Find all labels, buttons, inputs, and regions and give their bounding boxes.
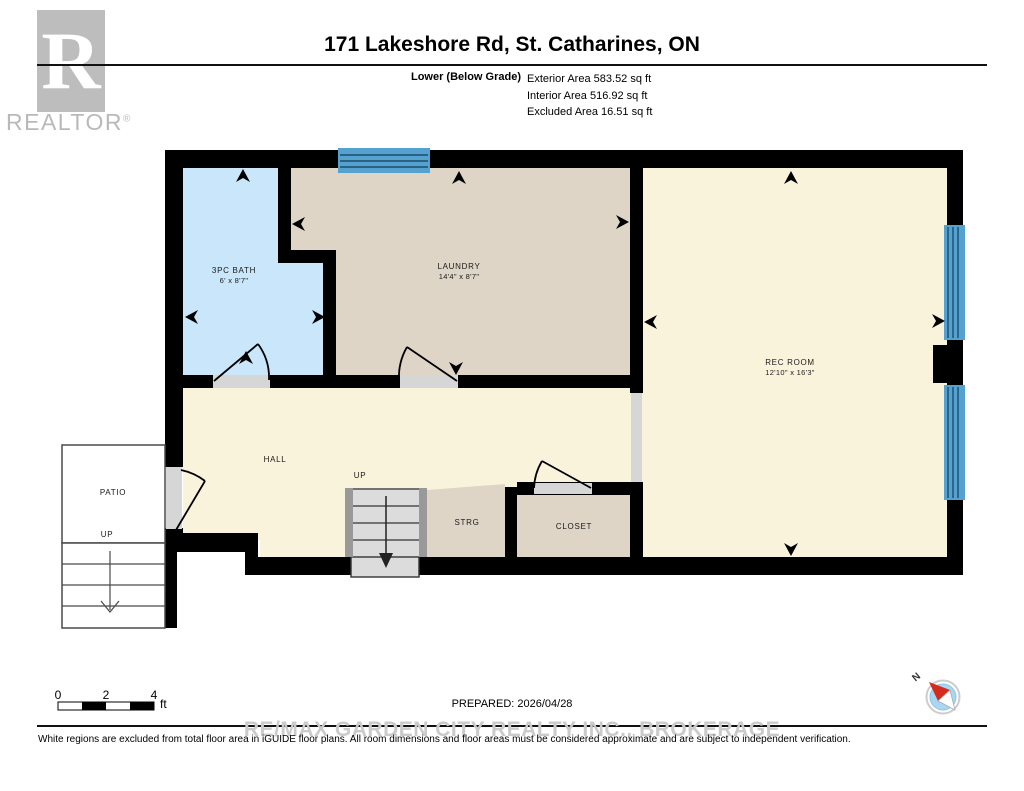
arrow-up-icon (452, 171, 466, 184)
window-right-upper-lines (947, 227, 959, 338)
wall-bath-laundry-b (323, 250, 336, 388)
room-label-laundry: LAUNDRY 14'4" x 8'7" (437, 262, 481, 281)
room-label-rec-room: REC ROOM 12'10" x 16'3" (765, 358, 815, 377)
room-floors (183, 168, 950, 570)
arrow-up-icon (239, 351, 253, 364)
wall-top (165, 150, 963, 168)
laundry-door-swing (398, 346, 458, 382)
arrow-left-icon (185, 310, 198, 324)
scale-tick-0: 0 (54, 688, 62, 702)
header-divider (37, 64, 987, 66)
scale-bar-seg (130, 702, 154, 710)
window-top-lines (340, 154, 428, 168)
door-swings (175, 343, 592, 531)
windows (338, 148, 965, 500)
patio-door-swing (175, 469, 206, 531)
rec-room-floor (637, 168, 950, 570)
closet-door-threshold (534, 483, 592, 494)
exterior-area-line: Exterior Area 583.52 sq ft (527, 73, 652, 85)
arrow-right-icon (932, 314, 945, 328)
closet-door-swing (533, 460, 592, 489)
wall-strg-closet (505, 487, 517, 557)
bath-door-swing (213, 343, 270, 382)
wall-left-lower (165, 552, 177, 628)
direction-arrows (185, 169, 945, 556)
laundry-door-threshold (400, 375, 458, 388)
wall-rec-left-lower (630, 482, 643, 575)
area-summary: Exterior Area 583.52 sq ft Interior Area… (527, 71, 652, 121)
arrow-right-icon (616, 215, 629, 229)
patio-area (61, 444, 166, 629)
room-label-bath: 3PC BATH 6' x 8'7" (211, 266, 257, 285)
interior-stairs (345, 488, 427, 578)
wall-bath-laundry-a (278, 168, 291, 263)
scale-unit: ft (160, 697, 167, 711)
realtor-wordmark: REALTOR® (6, 109, 132, 135)
excluded-area-line: Excluded Area 16.51 sq ft (527, 106, 653, 118)
interior-area-line: Interior Area 516.92 sq ft (527, 89, 648, 102)
exterior-stairs-treads (62, 563, 165, 607)
closet-floor (517, 490, 633, 560)
strg-floor (427, 484, 505, 560)
window-right-lower (944, 385, 965, 500)
room-label-strg: STRG (454, 518, 480, 527)
scale-bar-seg (82, 702, 106, 710)
arrow-down-icon (784, 543, 798, 556)
arrow-up-icon (236, 169, 250, 182)
patio-outline (61, 444, 166, 544)
room-label-hall: HALL (263, 455, 287, 464)
door-thresholds (166, 375, 642, 529)
room-label-closet: CLOSET (555, 522, 593, 531)
wall-bottom (258, 557, 963, 575)
patio-up-label: UP (100, 530, 114, 539)
scale-bar (57, 701, 155, 711)
stairs-rail-right (419, 488, 427, 557)
exterior-stairs-arrow-head (100, 600, 120, 613)
scale-tick-4: 4 (150, 688, 158, 702)
window-right-lower-lines (947, 387, 959, 498)
arrow-down-icon (449, 362, 463, 375)
footer-divider (37, 725, 987, 727)
bath-door-threshold (213, 375, 270, 388)
room-label-patio: PATIO (99, 488, 127, 497)
registered-mark: ® (123, 113, 132, 125)
chimney-block (933, 345, 963, 383)
wall-hall-bottom-left (165, 533, 258, 552)
arrow-left-icon (292, 217, 305, 231)
floor-label: Lower (Below Grade) (410, 71, 521, 83)
disclaimer-text: White regions are excluded from total fl… (38, 734, 851, 745)
patio-door-threshold (166, 467, 182, 529)
wall-rec-left-upper (630, 150, 643, 393)
arrow-left-icon (644, 315, 657, 329)
arrow-up-icon (784, 171, 798, 184)
wall-bath-laundry-step (278, 250, 336, 263)
hall-rec-opening (631, 393, 642, 482)
page-title: 171 Lakeshore Rd, St. Catharines, ON (324, 33, 700, 56)
compass-needle-north (929, 682, 950, 701)
realtor-logo-letter: R (41, 15, 101, 106)
bath-floor (183, 168, 330, 382)
prepared-date: PREPARED: 2026/04/28 (451, 698, 573, 710)
stairs-arrow-head (379, 553, 393, 568)
window-right-upper (944, 225, 965, 340)
wall-left-upper (165, 150, 183, 467)
scale-tick-2: 2 (102, 688, 110, 702)
compass-icon (925, 679, 961, 715)
stairs-rail-left (345, 488, 353, 557)
arrow-right-icon (312, 310, 325, 324)
laundry-floor (285, 168, 637, 382)
wall-step (245, 533, 258, 575)
compass-needle-south (937, 689, 956, 711)
brokerage-watermark: RE/MAX GARDEN CITY REALTY INC., BROKERAG… (243, 718, 781, 741)
realtor-logo: R (37, 10, 105, 112)
stairs-up-label: UP (353, 471, 367, 480)
